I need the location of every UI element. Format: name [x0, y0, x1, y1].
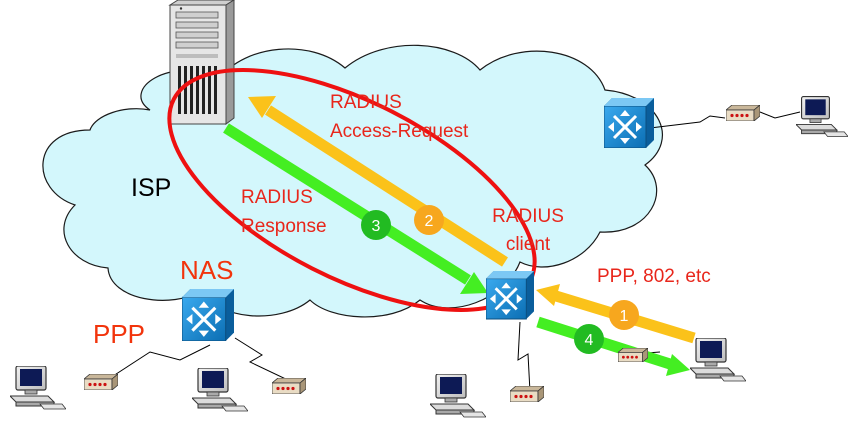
access-protocols-label: PPP, 802, etc	[597, 266, 711, 287]
ppp-label: PPP	[93, 319, 146, 349]
pc-top-right-icon	[796, 95, 848, 138]
svg-text:3: 3	[372, 218, 381, 235]
isp-router-icon	[604, 98, 654, 148]
response-label-line1: RADIUS	[241, 187, 313, 208]
modem-middle-icon	[272, 378, 306, 394]
response-arrow	[223, 123, 488, 294]
step-badge-3: 3	[361, 210, 391, 240]
access-request-arrow	[248, 96, 508, 267]
modem-left-icon	[84, 374, 118, 390]
step-badge-2: 2	[414, 205, 444, 235]
nas-label: NAS	[180, 255, 234, 285]
nas-router-icon	[182, 289, 234, 341]
link-nas-pc-right	[234, 337, 293, 383]
isp-label: ISP	[131, 174, 172, 202]
radius-client-router-icon	[486, 270, 534, 320]
pc-subscriber-icon	[690, 338, 746, 382]
step-badge-4: 4	[574, 324, 604, 354]
link-nas-pc-left	[109, 344, 211, 379]
radius-client-label-line1: RADIUS	[492, 206, 564, 227]
modem-right-icon	[618, 348, 648, 362]
access-request-label-line1: RADIUS	[330, 92, 402, 113]
pc-client-icon	[430, 374, 486, 418]
radius-server-icon	[168, 0, 235, 125]
modem-top-right-icon	[726, 105, 760, 121]
pc-left-icon	[10, 366, 66, 410]
svg-text:2: 2	[425, 213, 434, 230]
radius-client-label-line2: client	[505, 234, 551, 255]
response-label-line2: Response	[241, 216, 327, 237]
step-badge-1: 1	[609, 300, 639, 330]
modem-client-icon	[510, 386, 544, 402]
svg-text:1: 1	[620, 308, 629, 325]
access-request-label-line2: Access-Request	[330, 121, 469, 142]
link-client-pc	[517, 321, 531, 393]
pc-nas-icon	[192, 368, 248, 412]
link-router-pc-top	[649, 115, 726, 129]
link-modem-pc-top	[759, 111, 801, 119]
ppp-response-arrow	[536, 316, 690, 376]
svg-text:4: 4	[585, 332, 594, 349]
